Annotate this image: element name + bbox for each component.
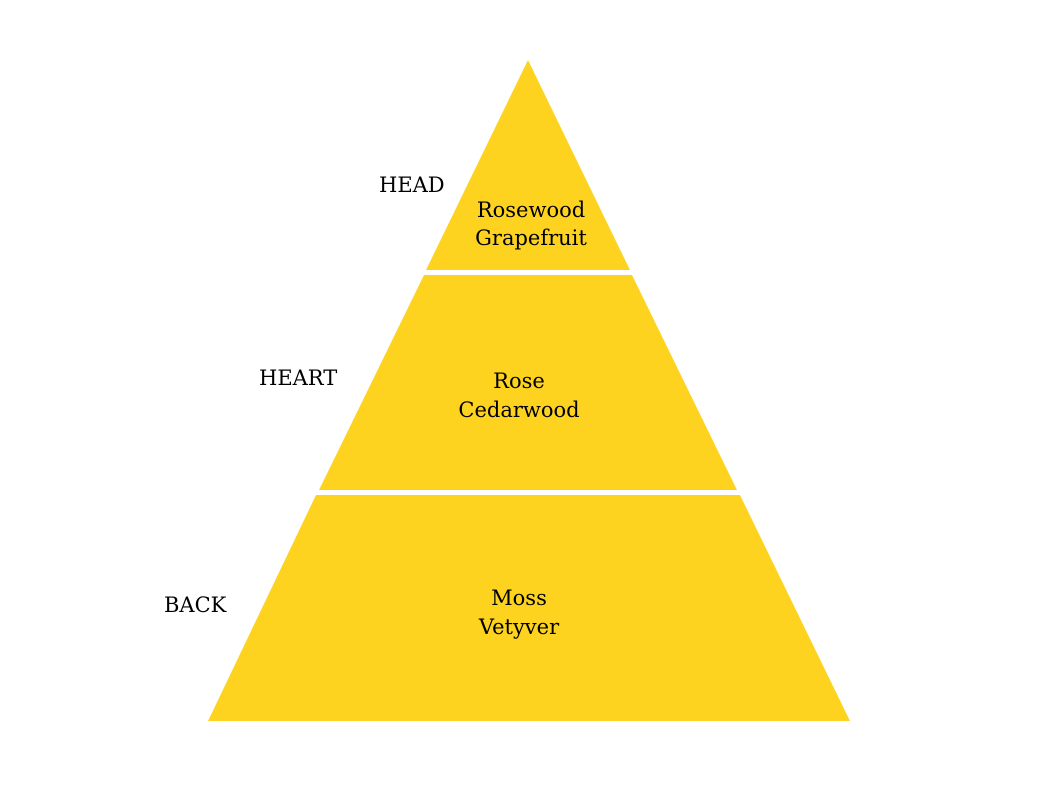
tier-head-note-1: Rosewood	[477, 198, 585, 222]
tier-back-note-2: Vetyver	[478, 615, 560, 639]
tier-head-shape	[426, 60, 630, 270]
tier-heart-note-1: Rose	[493, 369, 545, 393]
tier-back: Moss Vetyver BACK	[164, 495, 850, 721]
tier-back-note-1: Moss	[491, 586, 547, 610]
tier-heart-shape	[319, 275, 737, 490]
tier-heart-note-2: Cedarwood	[458, 398, 579, 422]
tier-head-label: HEAD	[379, 173, 445, 197]
tier-head-note-2: Grapefruit	[475, 226, 587, 250]
tier-heart-label: HEART	[259, 366, 337, 390]
tier-back-shape	[208, 495, 850, 721]
tier-heart: Rose Cedarwood HEART	[259, 275, 737, 490]
tier-head: Rosewood Grapefruit HEAD	[379, 60, 630, 270]
tier-back-label: BACK	[164, 593, 227, 617]
